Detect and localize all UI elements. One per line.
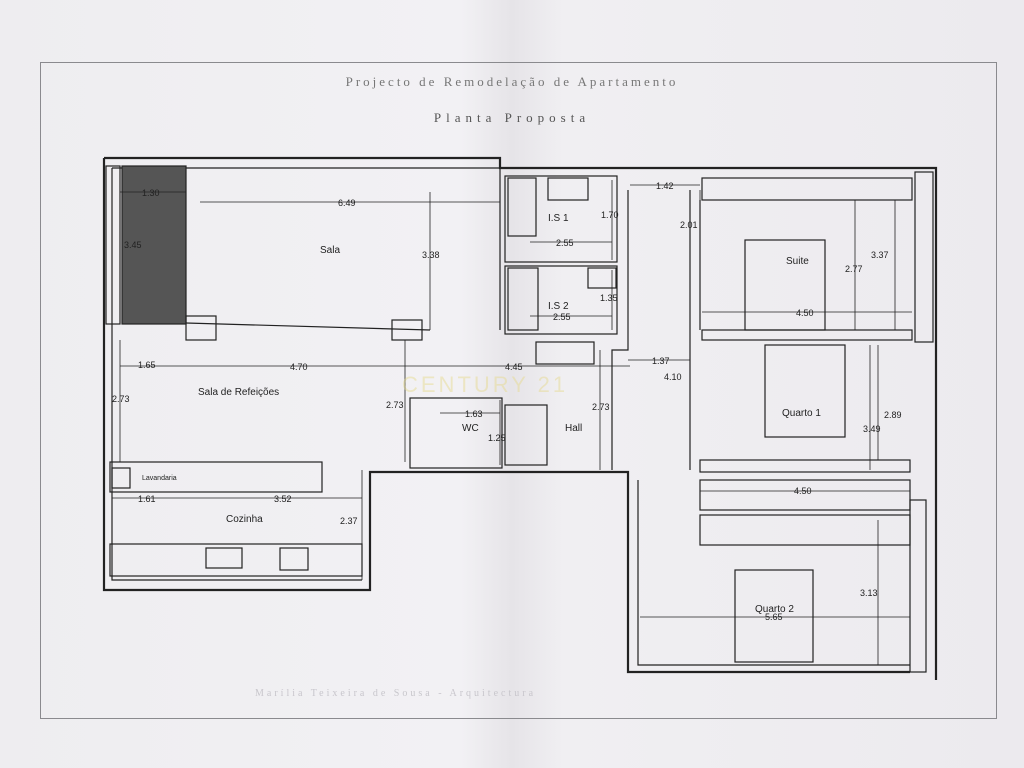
dim-label: 3.49 xyxy=(863,424,881,434)
room-label-sala: Sala xyxy=(320,245,340,256)
dim-label: 2.37 xyxy=(340,516,358,526)
room-label-is2: I.S 2 xyxy=(548,301,569,312)
room-label-wc: WC xyxy=(462,423,479,434)
plan-subtitle: Planta Proposta xyxy=(433,110,591,125)
dim-label: 2.55 xyxy=(556,238,574,248)
dim-label: 1.65 xyxy=(138,360,156,370)
dim-label: 4.45 xyxy=(505,362,523,372)
dim-label: 4.10 xyxy=(664,372,682,382)
drawing-frame xyxy=(40,62,997,719)
dim-label: 1.63 xyxy=(465,409,483,419)
dim-label: 1.42 xyxy=(656,181,674,191)
project-title: Projecto de Remodelação de Apartamento xyxy=(345,74,679,89)
dim-label: 1.35 xyxy=(600,293,618,303)
dim-label: 3.13 xyxy=(860,588,878,598)
room-label-lavandaria: Lavandaria xyxy=(142,475,177,482)
dim-label: 2.73 xyxy=(386,400,404,410)
room-label-quarto2: Quarto 2 xyxy=(755,604,794,615)
dim-label: 4.50 xyxy=(794,486,812,496)
dim-label: 3.38 xyxy=(422,250,440,260)
dim-label: 5.65 xyxy=(765,612,783,622)
room-label-cozinha: Cozinha xyxy=(226,514,263,525)
dim-label: 2.77 xyxy=(845,264,863,274)
room-label-hall: Hall xyxy=(565,423,582,434)
room-label-sala-refeicoes: Sala de Refeições xyxy=(198,387,279,398)
dim-label: 3.37 xyxy=(871,250,889,260)
watermark-logo: CENTURY 21 xyxy=(402,372,568,397)
dim-label: 1.37 xyxy=(652,356,670,366)
dim-label: 2.89 xyxy=(884,410,902,420)
room-label-is1: I.S 1 xyxy=(548,213,569,224)
dim-label: 3.52 xyxy=(274,494,292,504)
dim-label: 2.73 xyxy=(592,402,610,412)
dim-label: 4.50 xyxy=(796,308,814,318)
dim-label: 1.70 xyxy=(601,210,619,220)
dim-label: 4.70 xyxy=(290,362,308,372)
room-label-quarto1: Quarto 1 xyxy=(782,408,821,419)
dim-label: 1.61 xyxy=(138,494,156,504)
dim-label: 2.01 xyxy=(680,220,698,230)
dim-label: 3.45 xyxy=(124,240,142,250)
dim-label: 2.73 xyxy=(112,394,130,404)
architect-credit: Marília Teixeira de Sousa - Arquitectura xyxy=(255,688,537,699)
room-label-suite: Suite xyxy=(786,256,809,267)
dim-label: 6.49 xyxy=(338,198,356,208)
dim-label: 2.55 xyxy=(553,312,571,322)
dim-label: 1.30 xyxy=(142,188,160,198)
dim-label: 1.25 xyxy=(488,433,506,443)
